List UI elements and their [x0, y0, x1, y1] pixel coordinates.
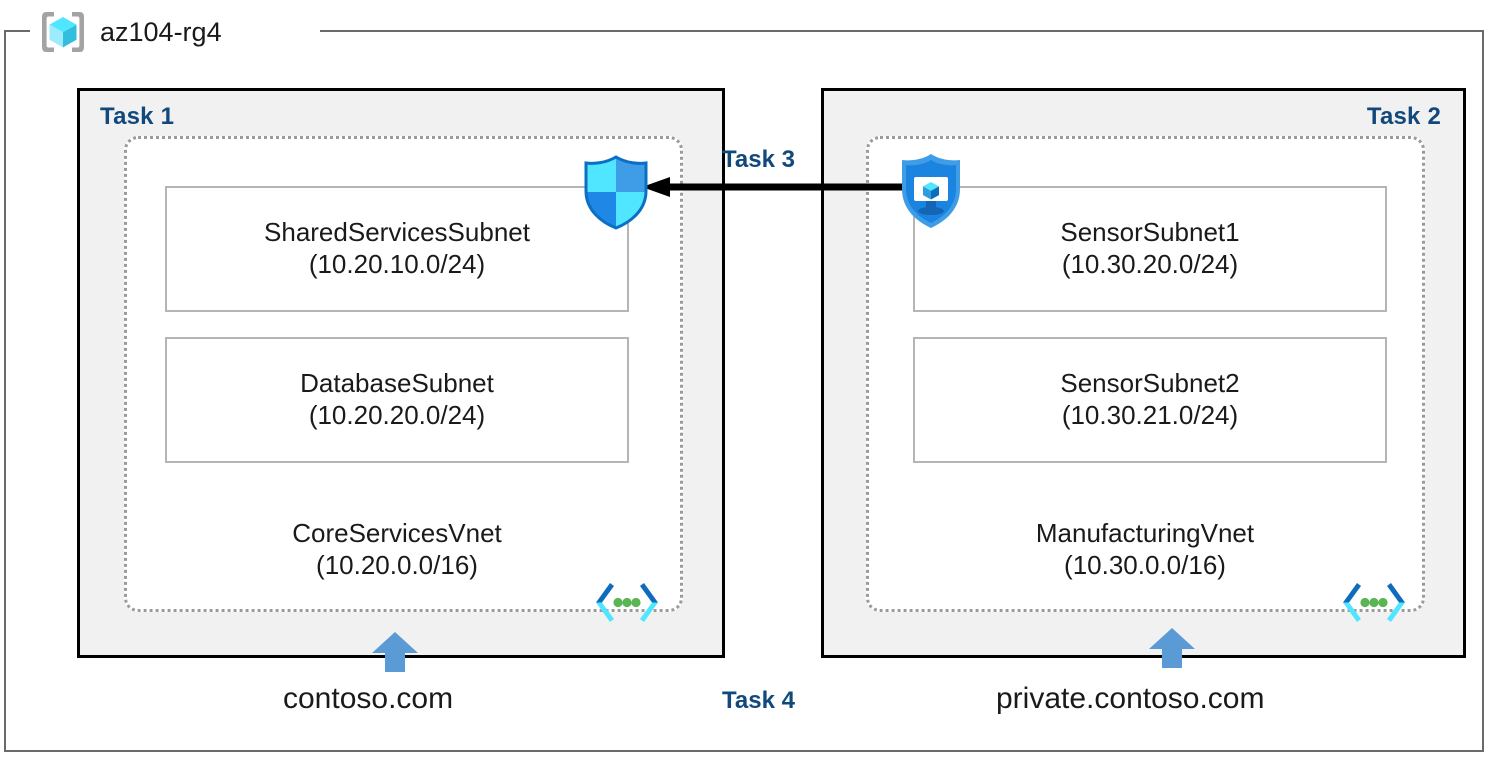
vnet-cidr: (10.30.0.0/16): [1064, 549, 1226, 580]
sensor-subnet-1-box: SensorSubnet1 (10.30.20.0/24): [913, 186, 1387, 312]
up-arrow-icon: [372, 632, 418, 672]
bastion-shield-icon: [897, 152, 965, 230]
subnet-cidr: (10.30.21.0/24): [1061, 400, 1239, 430]
resource-group-title-gap: [30, 14, 320, 50]
vnet-cidr: (10.20.0.0/16): [316, 549, 478, 580]
up-arrow-icon: [1149, 628, 1195, 668]
subnet-name: DatabaseSubnet: [300, 368, 494, 399]
network-security-group-icon: [580, 155, 652, 230]
resource-group-icon: [38, 7, 88, 57]
resource-group-header: az104-rg4: [38, 6, 222, 58]
vnet-peering-arrow: [640, 176, 908, 198]
task-3-label: Task 3: [722, 146, 795, 173]
coreservices-vnet-caption: CoreServicesVnet (10.20.0.0/16): [175, 518, 619, 581]
subnet-name: SensorSubnet1: [1060, 217, 1240, 248]
virtual-network-icon: [593, 580, 661, 625]
sharedservices-subnet-box: SharedServicesSubnet (10.20.10.0/24): [165, 186, 629, 312]
sensor-subnet-2-box: SensorSubnet2 (10.30.21.0/24): [913, 337, 1387, 463]
task-1-label: Task 1: [100, 103, 175, 130]
resource-group-frame: [4, 30, 1484, 752]
virtual-network-icon: [1340, 580, 1408, 625]
vnet-name: CoreServicesVnet: [292, 518, 502, 548]
subnet-cidr: (10.20.20.0/24): [308, 400, 486, 430]
resource-group-name: az104-rg4: [100, 16, 222, 47]
subnet-cidr: (10.30.20.0/24): [1061, 249, 1239, 279]
subnet-name: SensorSubnet2: [1060, 368, 1240, 399]
task-4-label: Task 4: [722, 687, 795, 714]
contoso-dns-zone-label: contoso.com: [283, 682, 454, 715]
manufacturing-vnet-caption: ManufacturingVnet (10.30.0.0/16): [923, 518, 1367, 581]
task-2-label: Task 2: [1366, 103, 1441, 130]
vnet-name: ManufacturingVnet: [1035, 518, 1255, 548]
subnet-cidr: (10.20.10.0/24): [308, 249, 486, 279]
private-contoso-dns-zone-label: private.contoso.com: [996, 682, 1265, 715]
database-subnet-box: DatabaseSubnet (10.20.20.0/24): [165, 337, 629, 463]
subnet-name: SharedServicesSubnet: [264, 217, 530, 248]
